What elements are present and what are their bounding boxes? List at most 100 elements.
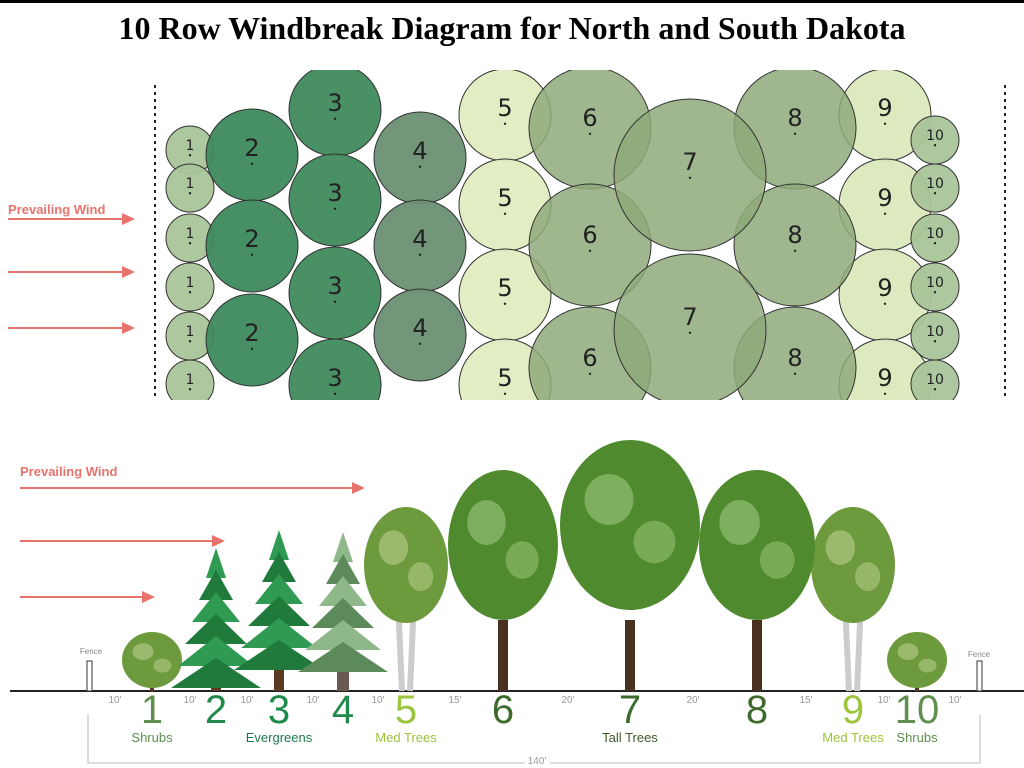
row-number-label-5: 5 xyxy=(394,688,418,732)
tree-center-dot xyxy=(333,392,337,395)
tree-center-dot xyxy=(333,207,337,210)
tree-circle-row-7 xyxy=(613,253,767,400)
row-number-7: 7 xyxy=(682,303,697,331)
row-number-10: 10 xyxy=(926,128,944,144)
tree-center-dot xyxy=(793,249,797,252)
row-number-label-6: 6 xyxy=(491,688,515,732)
category-label: Med Trees xyxy=(822,730,884,745)
tall-tree-icon xyxy=(560,440,700,610)
page-title: 10 Row Windbreak Diagram for North and S… xyxy=(118,10,906,46)
tree-center-dot xyxy=(333,300,337,303)
tree-center-dot xyxy=(188,340,192,343)
tree-center-dot xyxy=(188,242,192,245)
row-number-5: 5 xyxy=(497,364,512,392)
row-number-3: 3 xyxy=(327,364,342,392)
tree-circle-row-1 xyxy=(165,262,215,312)
wind-arrow-icon xyxy=(20,482,365,494)
fence-label-right: Fence xyxy=(967,650,991,659)
evergreen-tree-icon xyxy=(298,532,388,672)
tree-center-dot xyxy=(933,340,937,343)
tree-center-dot xyxy=(588,372,592,375)
wind-arrow-icon xyxy=(20,535,225,547)
spacing-label: 10' xyxy=(877,695,891,706)
row-number-4: 4 xyxy=(412,225,427,253)
tree-circle-row-10 xyxy=(910,213,960,263)
tree-center-dot xyxy=(188,291,192,294)
row-number-label-4: 4 xyxy=(331,688,355,732)
tree-circle-row-2 xyxy=(205,293,299,387)
row-number-4: 4 xyxy=(412,314,427,342)
row-number-10: 10 xyxy=(926,176,944,192)
row-number-1: 1 xyxy=(186,275,195,291)
row-number-10: 10 xyxy=(926,226,944,242)
tree-circle-row-4 xyxy=(373,288,467,382)
spacing-label: 10' xyxy=(948,695,962,706)
row-number-2: 2 xyxy=(244,134,259,162)
tree-center-dot xyxy=(793,132,797,135)
tree-center-dot xyxy=(250,253,254,256)
row-number-8: 8 xyxy=(787,221,802,249)
spacing-label: 10' xyxy=(108,695,122,706)
row-number-10: 10 xyxy=(926,372,944,388)
row-number-label-2: 2 xyxy=(204,688,228,732)
prevailing-wind-label-bottom: Prevailing Wind xyxy=(20,464,118,479)
tree-center-dot xyxy=(250,347,254,350)
spacing-label: 20' xyxy=(561,695,575,706)
tree-center-dot xyxy=(188,154,192,157)
tree-trunk xyxy=(625,620,635,691)
tree-center-dot xyxy=(503,212,507,215)
spacing-label: 10' xyxy=(371,695,385,706)
row-number-7: 7 xyxy=(682,148,697,176)
tree-trunk xyxy=(752,620,762,691)
row-number-1: 1 xyxy=(186,324,195,340)
row-number-2: 2 xyxy=(244,319,259,347)
category-label: Evergreens xyxy=(245,730,313,745)
prevailing-wind-label-top: Prevailing Wind xyxy=(8,202,106,217)
row-number-label-10: 10 xyxy=(894,688,940,732)
tree-center-dot xyxy=(933,388,937,391)
fence-label-left: Fence xyxy=(79,647,103,656)
tree-center-dot xyxy=(188,192,192,195)
tree-trunk xyxy=(274,670,284,691)
wind-arrow-icon xyxy=(8,213,135,225)
tree-circle-row-1 xyxy=(165,359,215,400)
spacing-label: 10' xyxy=(183,695,197,706)
tree-center-dot xyxy=(588,249,592,252)
tree-circle-row-7 xyxy=(613,98,767,252)
row-number-9: 9 xyxy=(877,94,892,122)
tree-trunk xyxy=(498,620,508,691)
row-number-3: 3 xyxy=(327,272,342,300)
row-number-10: 10 xyxy=(926,275,944,291)
row-number-label-8: 8 xyxy=(745,688,769,732)
tree-center-dot xyxy=(688,331,692,334)
tree-center-dot xyxy=(418,165,422,168)
tree-center-dot xyxy=(688,176,692,179)
row-number-6: 6 xyxy=(582,221,597,249)
row-number-8: 8 xyxy=(787,104,802,132)
row-number-6: 6 xyxy=(582,104,597,132)
spacing-label: 15' xyxy=(448,695,462,706)
spacing-label: 20' xyxy=(686,695,700,706)
category-label: Shrubs xyxy=(131,730,173,745)
category-label: Med Trees xyxy=(375,730,437,745)
tree-center-dot xyxy=(793,372,797,375)
row-number-1: 1 xyxy=(186,372,195,388)
row-number-5: 5 xyxy=(497,184,512,212)
row-number-5: 5 xyxy=(497,274,512,302)
tree-center-dot xyxy=(933,291,937,294)
tree-center-dot xyxy=(503,392,507,395)
tree-center-dot xyxy=(250,162,254,165)
medium-tree-icon xyxy=(364,507,448,623)
tree-center-dot xyxy=(883,122,887,126)
category-label: Tall Trees xyxy=(602,730,658,745)
row-number-8: 8 xyxy=(787,344,802,372)
evergreen-tree-icon xyxy=(234,530,324,670)
row-number-9: 9 xyxy=(877,184,892,212)
fence-post-left xyxy=(86,660,93,692)
tree-center-dot xyxy=(933,144,937,147)
tree-circle-row-8 xyxy=(733,183,857,307)
row-number-5: 5 xyxy=(497,94,512,122)
tree-center-dot xyxy=(418,253,422,256)
tree-circle-row-10 xyxy=(910,262,960,312)
row-number-4: 4 xyxy=(412,137,427,165)
